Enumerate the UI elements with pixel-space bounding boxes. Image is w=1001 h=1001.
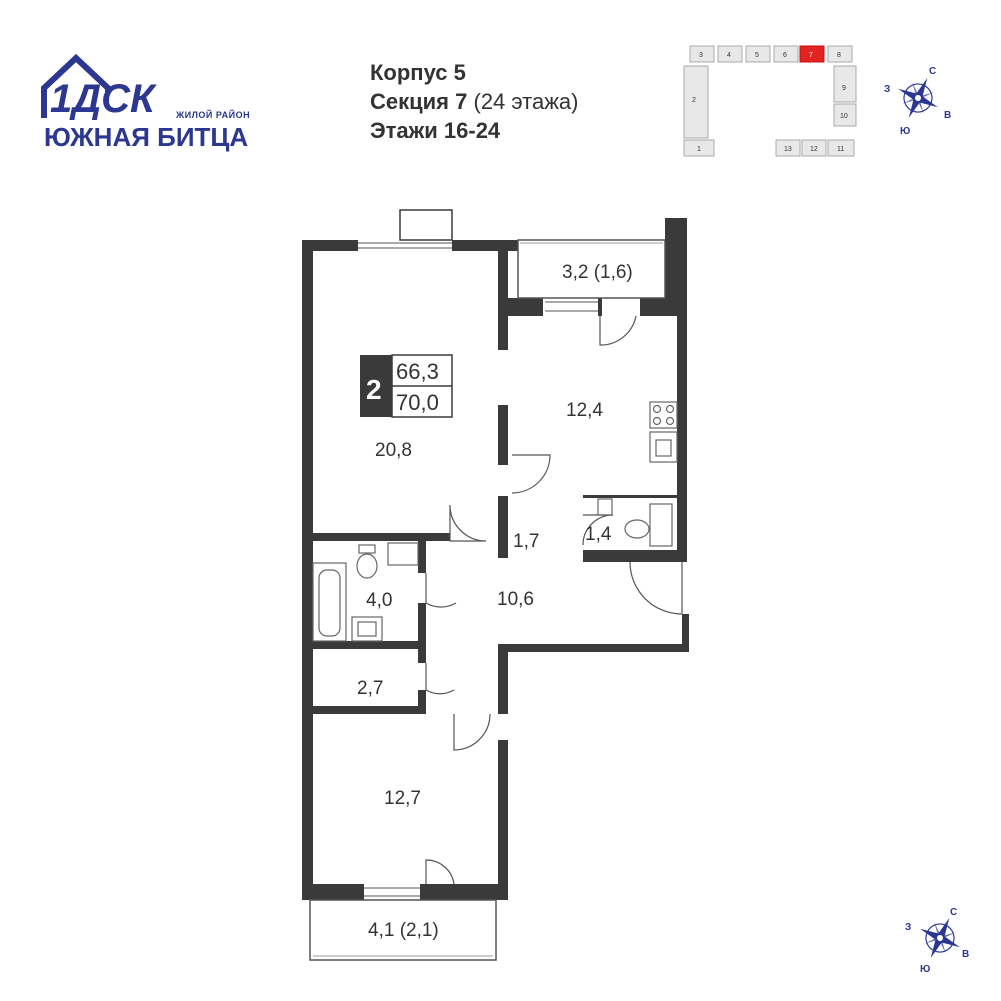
section-3 bbox=[689, 45, 715, 63]
compass-s: Ю bbox=[900, 126, 910, 137]
section-label: 10 bbox=[840, 113, 848, 120]
washing-machine-icon bbox=[387, 542, 419, 566]
section-label: 7 bbox=[809, 52, 813, 59]
compass-n: С bbox=[950, 907, 957, 918]
room-label-living: 20,8 bbox=[375, 440, 412, 461]
section-5 bbox=[745, 45, 771, 63]
section-label: 4 bbox=[727, 52, 731, 59]
section-6 bbox=[773, 45, 799, 63]
compass-w: З bbox=[884, 84, 890, 95]
section-9 bbox=[833, 65, 857, 103]
room-label-balcony-bottom: 4,1 (2,1) bbox=[368, 920, 439, 941]
section-label: 6 bbox=[783, 52, 787, 59]
stove-icon bbox=[649, 401, 678, 429]
section-1 bbox=[683, 139, 715, 157]
room-label-storage: 2,7 bbox=[357, 678, 383, 699]
section-12 bbox=[801, 139, 827, 157]
total-area: 70,0 bbox=[396, 390, 439, 415]
compass-w: З bbox=[905, 922, 911, 933]
section-label: 1 bbox=[697, 146, 701, 153]
section-number: Секция 7 bbox=[370, 89, 468, 114]
compass-e: В bbox=[944, 110, 951, 121]
section-label: 2 bbox=[692, 97, 696, 104]
compass-e: В bbox=[962, 949, 969, 960]
section-8 bbox=[827, 45, 853, 63]
building-info: Корпус 5 Секция 7 (24 этажа) Этажи 16-24 bbox=[370, 58, 579, 145]
living-area: 66,3 bbox=[396, 359, 439, 384]
room-label-corridor: 1,7 bbox=[513, 531, 539, 552]
room-label-bedroom: 12,7 bbox=[384, 788, 421, 809]
section-label: 8 bbox=[837, 52, 841, 59]
section-info: Секция 7 (24 этажа) bbox=[370, 87, 579, 116]
toilet-icon bbox=[649, 503, 673, 547]
section-13 bbox=[775, 139, 801, 157]
section-label: 12 bbox=[810, 146, 818, 153]
section-11 bbox=[827, 139, 855, 157]
section-4 bbox=[717, 45, 743, 63]
apartment-badge: 2 66,3 70,0 bbox=[360, 354, 453, 418]
logo-district-caption: ЖИЛОЙ РАЙОН bbox=[175, 109, 250, 120]
compass-s: Ю bbox=[920, 964, 930, 975]
compass-top bbox=[898, 78, 938, 118]
compass-n: С bbox=[929, 66, 936, 77]
floor-range: Этажи 16-24 bbox=[370, 118, 501, 143]
windows bbox=[358, 242, 598, 897]
section-label: 11 bbox=[837, 146, 844, 153]
section-label: 9 bbox=[842, 85, 846, 92]
logo-brand: 1ДСК bbox=[50, 77, 157, 121]
section-label: 13 bbox=[784, 146, 792, 153]
section-label: 5 bbox=[755, 52, 759, 59]
logo-district-name: ЮЖНАЯ БИТЦА bbox=[44, 122, 248, 152]
sink-icon bbox=[351, 616, 383, 642]
house-icon bbox=[41, 53, 111, 118]
room-label-balcony-top: 3,2 (1,6) bbox=[562, 262, 633, 283]
fixtures bbox=[312, 401, 678, 642]
room-label-kitchen: 12,4 bbox=[566, 400, 603, 421]
toilet-icon bbox=[356, 553, 378, 579]
sink-icon bbox=[649, 431, 678, 463]
compass-bottom bbox=[920, 918, 960, 958]
section-floors: (24 этажа) bbox=[473, 89, 579, 114]
doors bbox=[425, 315, 683, 885]
balcony-top bbox=[517, 239, 666, 299]
section-10 bbox=[833, 103, 857, 127]
section-2 bbox=[683, 65, 709, 139]
balcony-bottom bbox=[309, 899, 497, 961]
section-label: 3 bbox=[699, 52, 703, 59]
room-label-bathroom: 4,0 bbox=[366, 590, 392, 611]
building-number: Корпус 5 bbox=[370, 60, 466, 85]
room-label-hall: 10,6 bbox=[497, 589, 534, 610]
room-label-wc: 1,4 bbox=[585, 524, 612, 545]
section-7 bbox=[799, 45, 825, 63]
walls bbox=[302, 209, 689, 900]
bathtub-icon bbox=[312, 562, 347, 642]
room-count: 2 bbox=[366, 374, 382, 405]
site-plan: 3 4 5 6 7 8 2 9 10 1 13 12 11 bbox=[683, 45, 857, 157]
brand-logo: 1ДСК ЖИЛОЙ РАЙОН ЮЖНАЯ БИТЦА bbox=[41, 53, 250, 152]
